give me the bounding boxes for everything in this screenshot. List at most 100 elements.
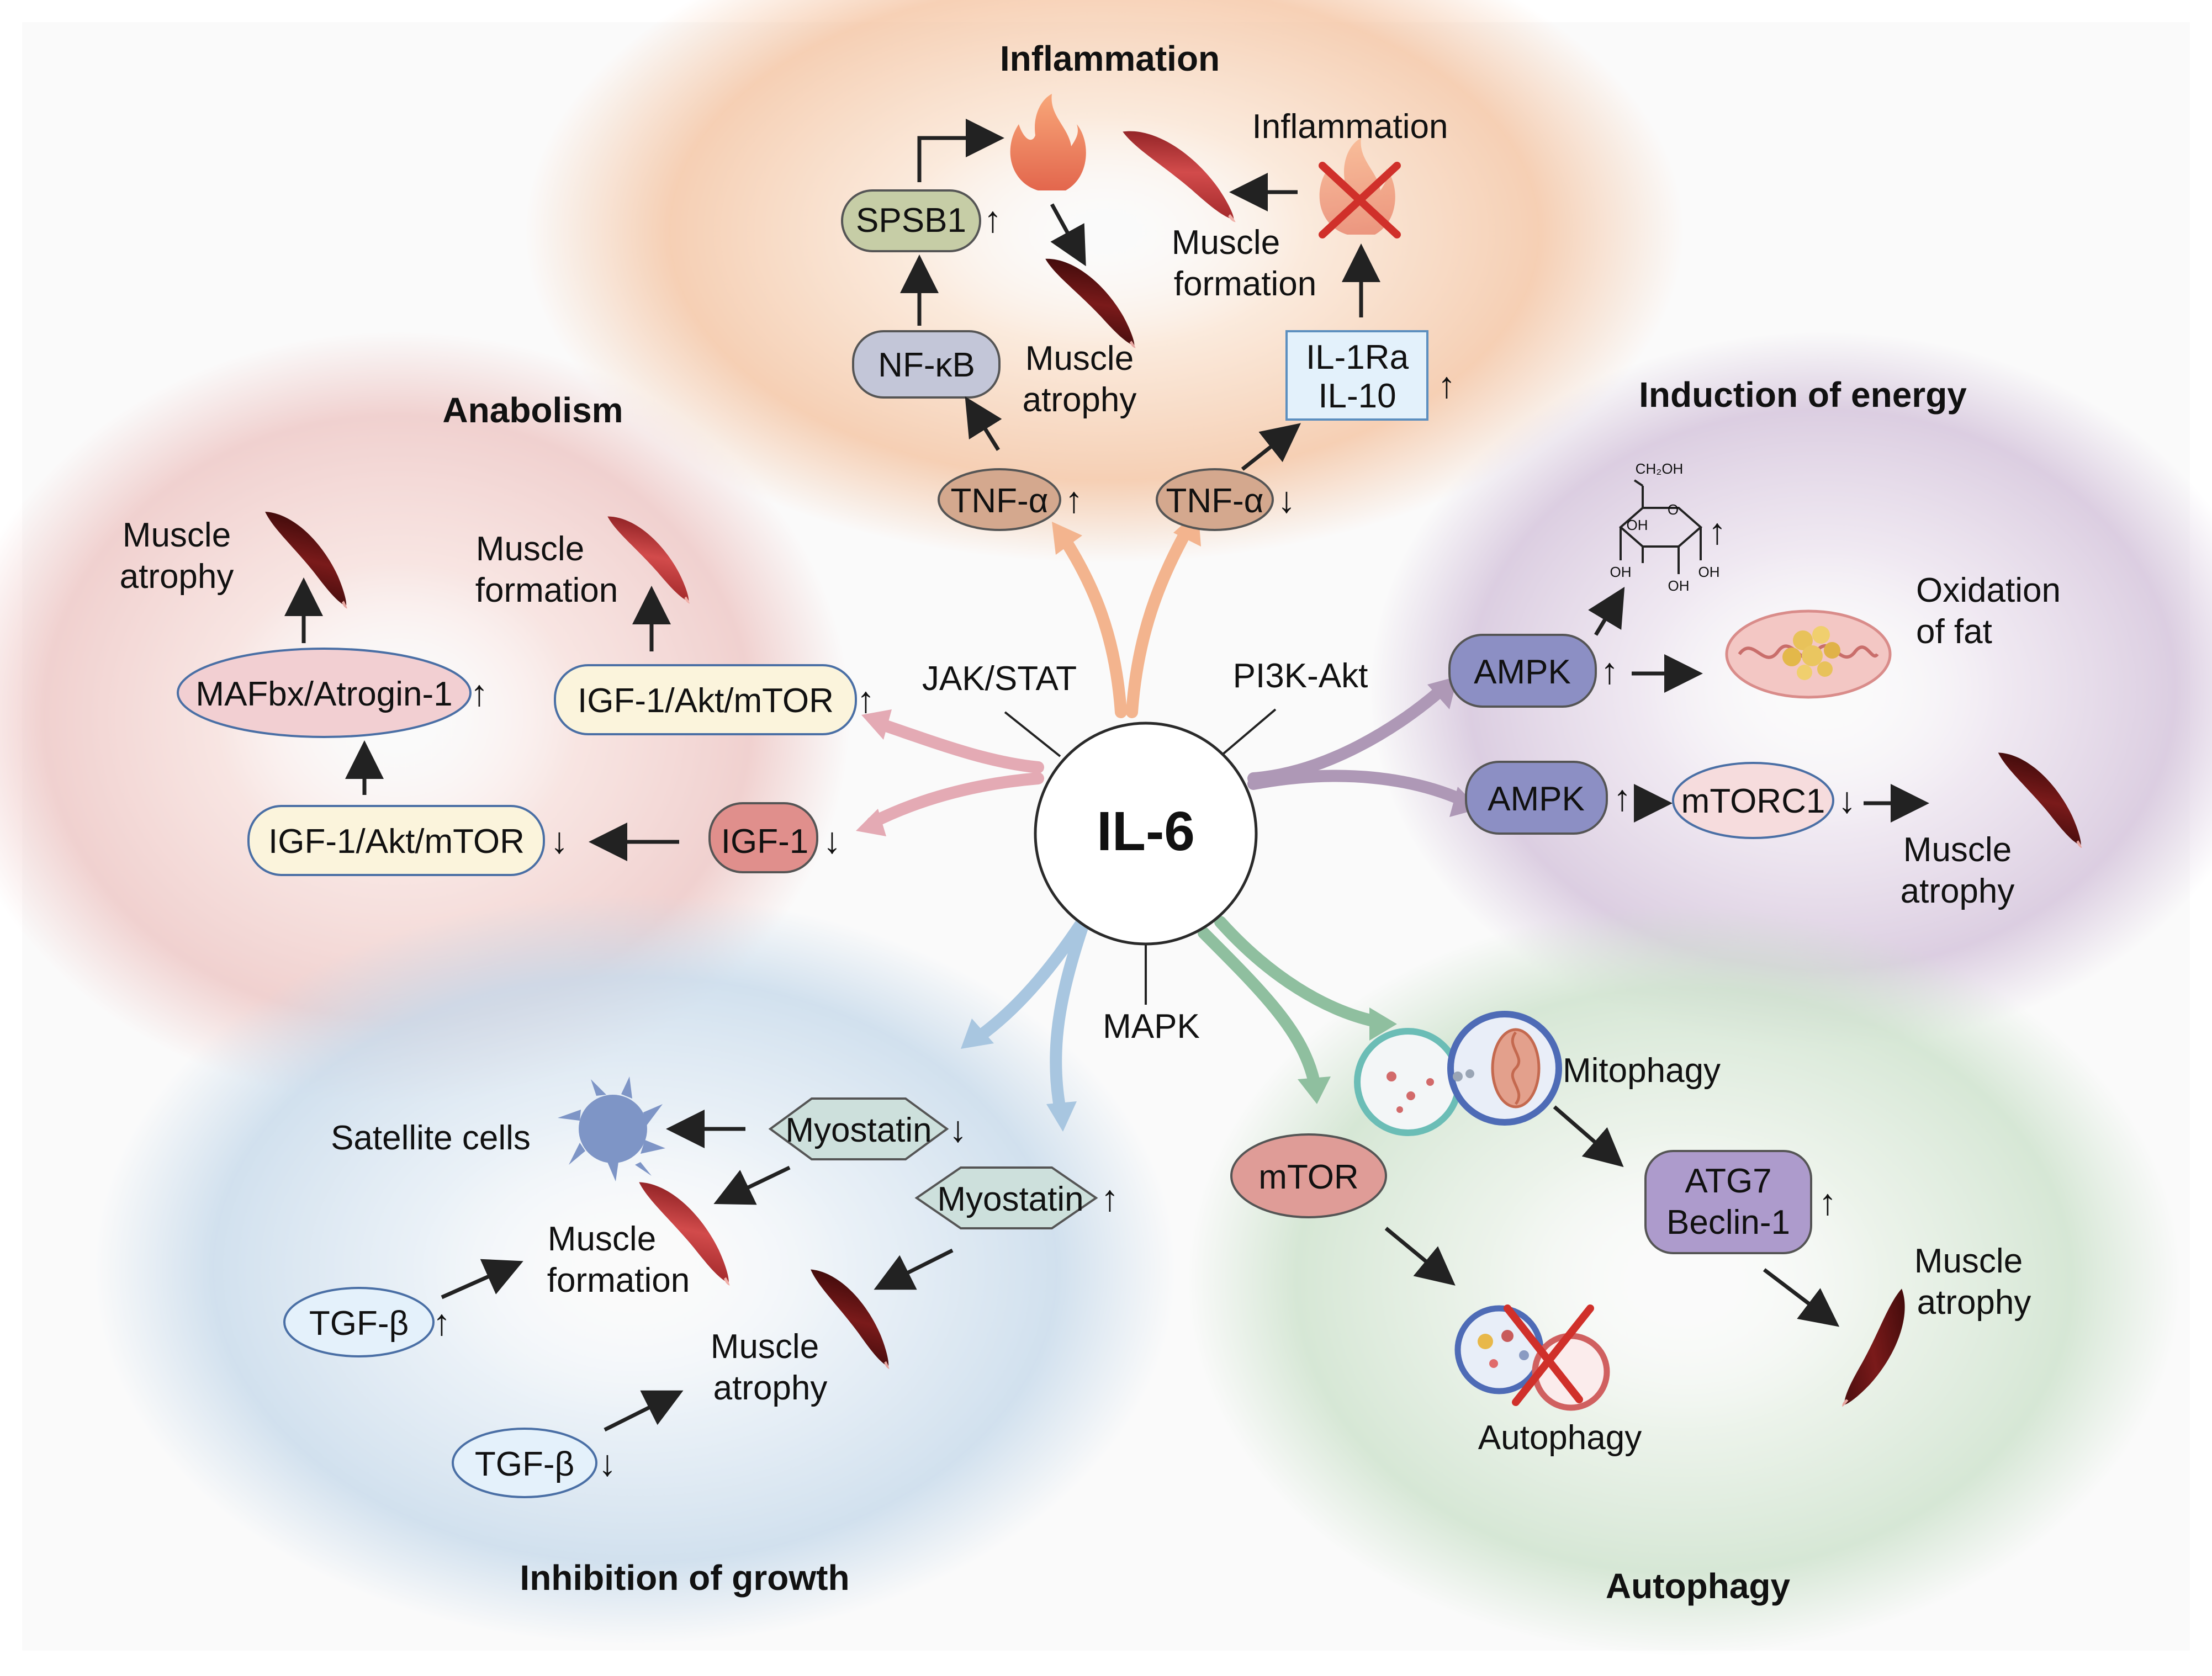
infl-blocked-label: Inflammation — [1252, 108, 1448, 146]
pi3k-akt-label: PI3K-Akt — [1233, 657, 1368, 695]
igf-akt-up-node — [554, 664, 857, 735]
infl-atrophy-2: atrophy — [1023, 381, 1137, 419]
autophagy-glow — [1187, 905, 2181, 1656]
mitophagy-label: Mitophagy — [1563, 1052, 1721, 1090]
atg7-beclin-node — [1644, 1150, 1812, 1254]
glucose-oh-3: OH — [1668, 577, 1690, 594]
satellite-cell-icon — [558, 1076, 665, 1181]
growth-formation-2: formation — [547, 1261, 690, 1300]
growth-atrophy-1: Muscle — [711, 1328, 819, 1366]
il6-node — [1034, 722, 1258, 946]
mtorc1-arrow: ↓ — [1838, 779, 1856, 820]
blocked-inflammation-icon — [1319, 138, 1401, 238]
mtorc1-label: mTORC1 — [1681, 782, 1825, 820]
glucose-o: O — [1668, 501, 1679, 518]
igf-akt-up-arrow: ↑ — [857, 679, 875, 720]
ana-atrophy-1: Muscle — [123, 516, 231, 554]
flame-icon — [1010, 94, 1086, 190]
atg7-label: ATG7 — [1685, 1162, 1771, 1200]
myostatin-up-node — [914, 1166, 1098, 1229]
growth-formation-1: Muscle — [548, 1220, 656, 1258]
mafbx-arrow: ↑ — [470, 672, 489, 713]
spsb1-label: SPSB1 — [856, 201, 966, 240]
glucose-oh-4: OH — [1698, 564, 1720, 580]
auto-atrophy-2: atrophy — [1917, 1283, 2031, 1322]
auto-atrophy-1: Muscle — [1914, 1242, 2023, 1280]
mapk-label: MAPK — [1103, 1007, 1200, 1046]
myostatin-up-arrow: ↑ — [1101, 1178, 1119, 1218]
title-autophagy: Autophagy — [1606, 1566, 1791, 1606]
glucose-arrow: ↑ — [1708, 511, 1727, 551]
energy-atrophy-1: Muscle — [1903, 831, 2012, 869]
ampk-2-label: AMPK — [1488, 780, 1585, 818]
autophagy-group: mTOR Mitophagy ATG7 Beclin-1 ↑ — [1230, 1011, 2031, 1457]
il6-label: IL-6 — [1097, 800, 1195, 862]
myostatin-down-arrow: ↓ — [949, 1109, 967, 1149]
mitochondria-fat-icon — [1725, 609, 1892, 699]
glucose-oh-1: OH — [1627, 517, 1648, 533]
igf1-node — [708, 802, 818, 873]
title-anabolism: Anabolism — [442, 390, 623, 430]
ana-formation-1: Muscle — [476, 530, 584, 568]
jak-line — [1004, 711, 1061, 757]
tgf-down-label: TGF-β — [475, 1445, 574, 1483]
il-up-arrow: ↑ — [1438, 364, 1456, 405]
mafbx-label: MAFbx/Atrogin-1 — [195, 675, 452, 713]
autophagy-node-label: Autophagy — [1478, 1419, 1642, 1457]
igf1-arrow: ↓ — [823, 820, 842, 861]
glucose-structure-icon — [1618, 479, 1703, 574]
nfkb-node — [852, 330, 1001, 399]
il1ra-il10-node — [1285, 330, 1428, 421]
ampk-2-arrow: ↑ — [1613, 777, 1632, 818]
fat-oxidation-2: of fat — [1916, 613, 1992, 651]
tnf-down-label: TNF-α — [1166, 482, 1263, 520]
tnf-up-label: TNF-α — [950, 482, 1048, 520]
title-energy: Induction of energy — [1639, 375, 1967, 415]
ampk-1-node — [1448, 634, 1597, 708]
nfkb-label: NF-κB — [878, 346, 975, 384]
fat-oxidation-1: Oxidation — [1916, 571, 2061, 609]
tgf-down-arrow: ↓ — [599, 1442, 617, 1483]
igf-akt-down-arrow: ↓ — [551, 820, 569, 861]
myostatin-up-label: Myostatin — [937, 1180, 1083, 1218]
jak-stat-label: JAK/STAT — [922, 660, 1077, 698]
mafbx-node — [177, 648, 472, 738]
energy-group: AMPK ↑ AMPK ↑ mTORC1 ↓ CH₂OH O OH OH OH … — [1448, 460, 2105, 910]
glucose-oh-2: OH — [1610, 564, 1632, 580]
tgf-up-node — [283, 1287, 435, 1357]
mtorc1-node — [1672, 762, 1834, 839]
tgf-up-label: TGF-β — [309, 1304, 409, 1343]
growth-glow — [94, 894, 1176, 1645]
pi3k-line — [1219, 708, 1277, 757]
inflammation-glow — [525, 0, 1684, 563]
spsb1-node — [841, 189, 981, 252]
il10-label: IL-10 — [1318, 377, 1396, 415]
tnf-down-arrow: ↓ — [1278, 479, 1296, 520]
spsb1-arrow: ↑ — [984, 199, 1002, 240]
glucose-ch2oh: CH₂OH — [1636, 460, 1684, 477]
energy-atrophy-2: atrophy — [1901, 872, 2015, 910]
tnf-down-node — [1156, 468, 1274, 531]
satellite-label: Satellite cells — [331, 1119, 531, 1157]
mtor-label: mTOR — [1258, 1158, 1358, 1196]
beclin-label: Beclin-1 — [1666, 1203, 1790, 1242]
myostatin-down-label: Myostatin — [785, 1111, 932, 1149]
ampk-1-label: AMPK — [1474, 653, 1571, 691]
il1ra-label: IL-1Ra — [1306, 338, 1409, 376]
ana-formation-2: formation — [475, 571, 618, 609]
ampk-2-node — [1465, 761, 1608, 835]
infl-formation-1: Muscle — [1172, 224, 1280, 262]
blocked-autophagy-icon — [1454, 1304, 1610, 1411]
growth-group: Myostatin ↓ Myostatin ↑ Satellite cells … — [283, 1076, 1119, 1498]
anabolism-group: IGF-1 ↓ IGF-1/Akt/mTOR ↓ MAFbx/Atrogin-1… — [120, 506, 875, 876]
mitophagy-icon — [1354, 1011, 1562, 1136]
title-growth: Inhibition of growth — [520, 1558, 849, 1598]
tgf-up-arrow: ↑ — [433, 1302, 451, 1343]
myostatin-down-node — [768, 1097, 949, 1160]
igf-akt-down-node — [247, 805, 545, 876]
ana-atrophy-2: atrophy — [120, 558, 234, 596]
inflammation-group: TNF-α ↑ TNF-α ↓ NF-κB SPSB1 ↑ IL-1Ra IL-… — [841, 94, 1456, 531]
tnf-up-node — [938, 468, 1061, 531]
